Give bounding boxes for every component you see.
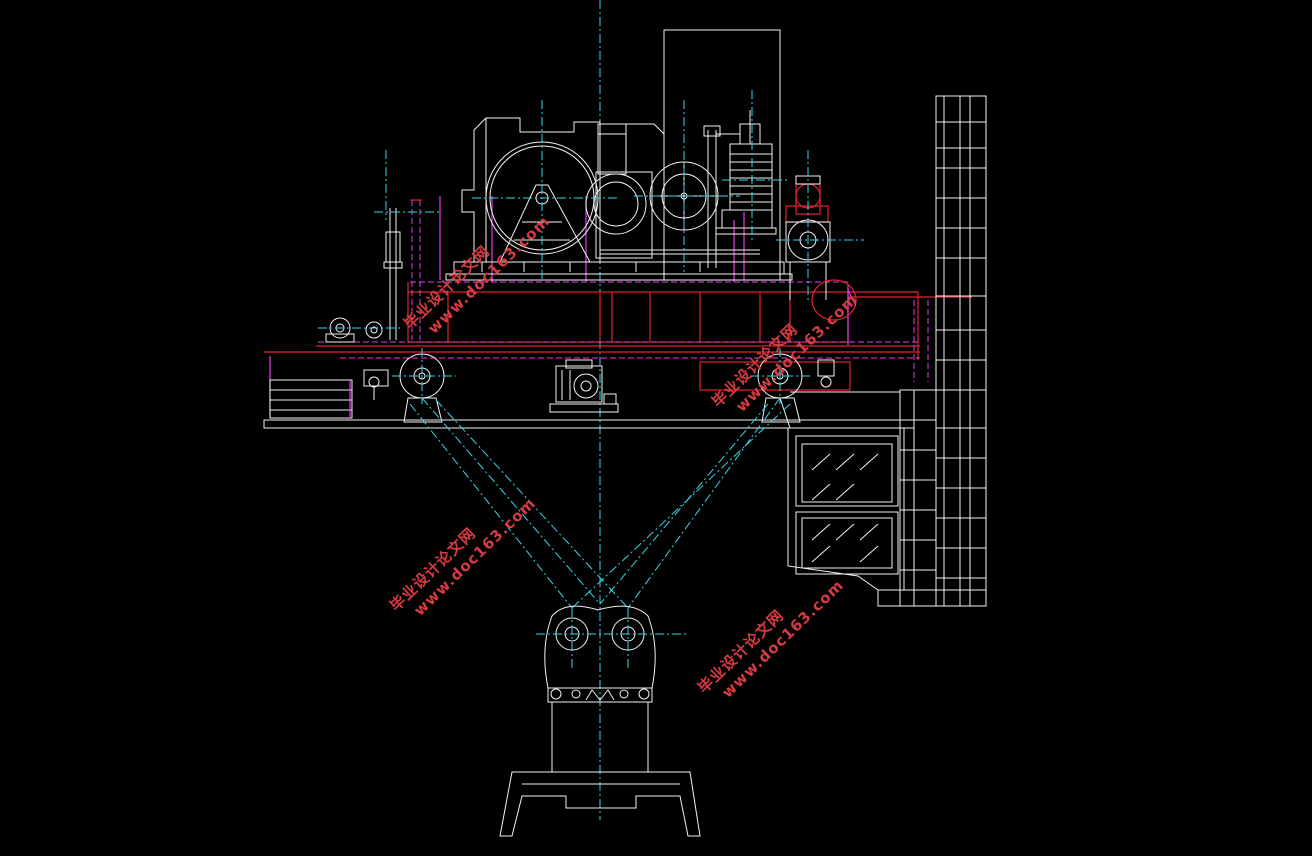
- hoist-mechanism: [445, 29, 793, 281]
- hook-block: [499, 605, 701, 837]
- watermark-url: www.doc163.com: [424, 212, 553, 338]
- watermark-3: 毕业设计论文网 www.doc163.com: [386, 494, 539, 620]
- right-motor: [776, 150, 864, 321]
- hoist-ropes: [409, 397, 791, 609]
- watermark-url: www.doc163.com: [718, 576, 847, 702]
- cab-structure: [779, 95, 987, 607]
- watermark-4: 毕业设计论文网 www.doc163.com: [694, 576, 847, 702]
- trolley-frame: [264, 196, 972, 418]
- watermark-url: www.doc163.com: [732, 290, 861, 416]
- watermark-2: 毕业设计论文网 www.doc163.com: [708, 290, 861, 416]
- travel-drive: [549, 359, 619, 413]
- left-equipment: [269, 150, 440, 419]
- watermark-url: www.doc163.com: [410, 494, 539, 620]
- watermark-1: 毕业设计论文网 www.doc163.com: [400, 212, 553, 338]
